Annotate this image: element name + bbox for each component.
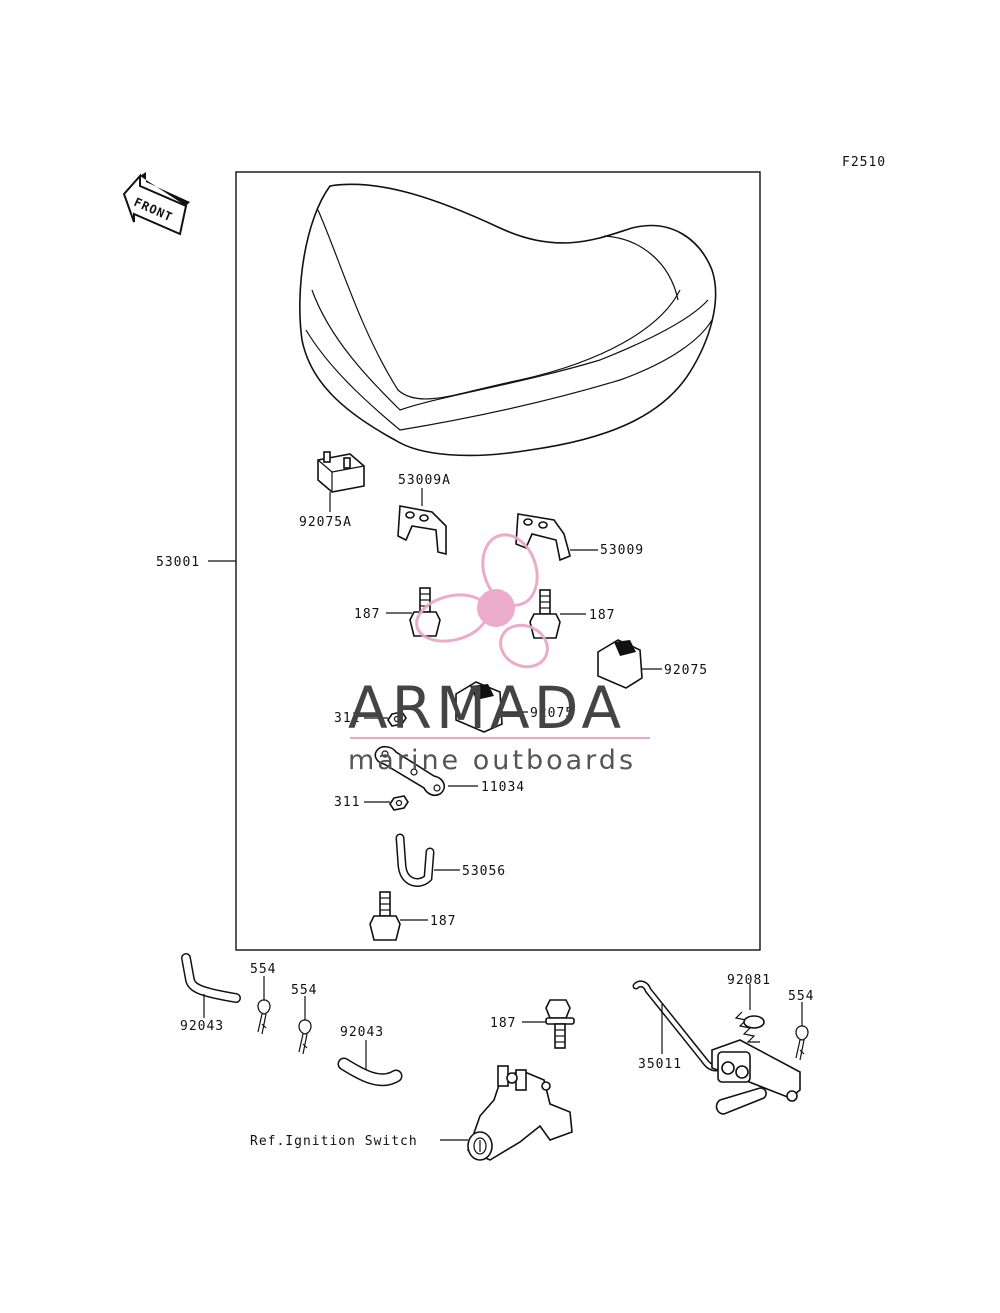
watermark-tagline: marine outboards — [348, 745, 636, 776]
part-35011 — [632, 980, 720, 1072]
watermark-brand: ARMADA — [348, 674, 625, 742]
watermark-propeller-icon — [415, 533, 549, 669]
label-92081: 92081 — [727, 973, 771, 988]
label-92075A: 92075A — [299, 515, 352, 530]
label-554-right: 554 — [788, 989, 814, 1004]
nut-311-bottom — [364, 795, 409, 811]
label-53009A: 53009A — [398, 473, 451, 488]
spring-92081 — [734, 984, 765, 1043]
label-ref-ignition-switch: Ref.Ignition Switch — [250, 1134, 418, 1149]
latch-hinge-drawing — [711, 1039, 801, 1115]
bolt-187-box-bottom — [369, 891, 428, 941]
part-11034 — [374, 745, 478, 797]
label-53001: 53001 — [156, 555, 200, 570]
part-53009 — [515, 513, 598, 562]
label-311-bottom: 311 — [334, 795, 360, 810]
label-187-lower: 187 — [490, 1016, 516, 1031]
clip-554-a — [257, 976, 271, 1035]
part-53056 — [395, 833, 460, 887]
part-92075-center — [455, 681, 528, 733]
part-92075-right — [597, 639, 662, 689]
part-92043-center — [337, 1040, 403, 1087]
part-92043-left — [181, 953, 241, 1018]
label-187-left: 187 — [354, 607, 380, 622]
label-11034: 11034 — [481, 780, 525, 795]
label-35011: 35011 — [638, 1057, 682, 1072]
part-92075A — [317, 451, 365, 512]
clip-554-b — [298, 996, 312, 1055]
label-311-top: 311 — [334, 711, 360, 726]
label-187-box-bottom: 187 — [430, 914, 456, 929]
label-92043-center: 92043 — [340, 1025, 384, 1040]
bolt-187-lower — [522, 999, 575, 1049]
label-92043-left: 92043 — [180, 1019, 224, 1034]
bolt-187-left — [386, 587, 441, 637]
label-53009: 53009 — [600, 543, 644, 558]
label-554-b: 554 — [291, 983, 317, 998]
ignition-switch-drawing — [440, 1065, 573, 1161]
nut-311-top — [364, 711, 407, 727]
figure-code: F2510 — [842, 155, 886, 170]
part-53009A — [397, 488, 447, 556]
label-187-right: 187 — [589, 608, 615, 623]
label-53056: 53056 — [462, 864, 506, 879]
front-arrow-icon: FRONT — [122, 172, 190, 236]
label-554-a: 554 — [250, 962, 276, 977]
label-92075-right: 92075 — [664, 663, 708, 678]
clip-554-right — [795, 1002, 809, 1061]
seat-drawing — [299, 183, 717, 457]
label-92075-center: 92075 — [530, 706, 574, 721]
